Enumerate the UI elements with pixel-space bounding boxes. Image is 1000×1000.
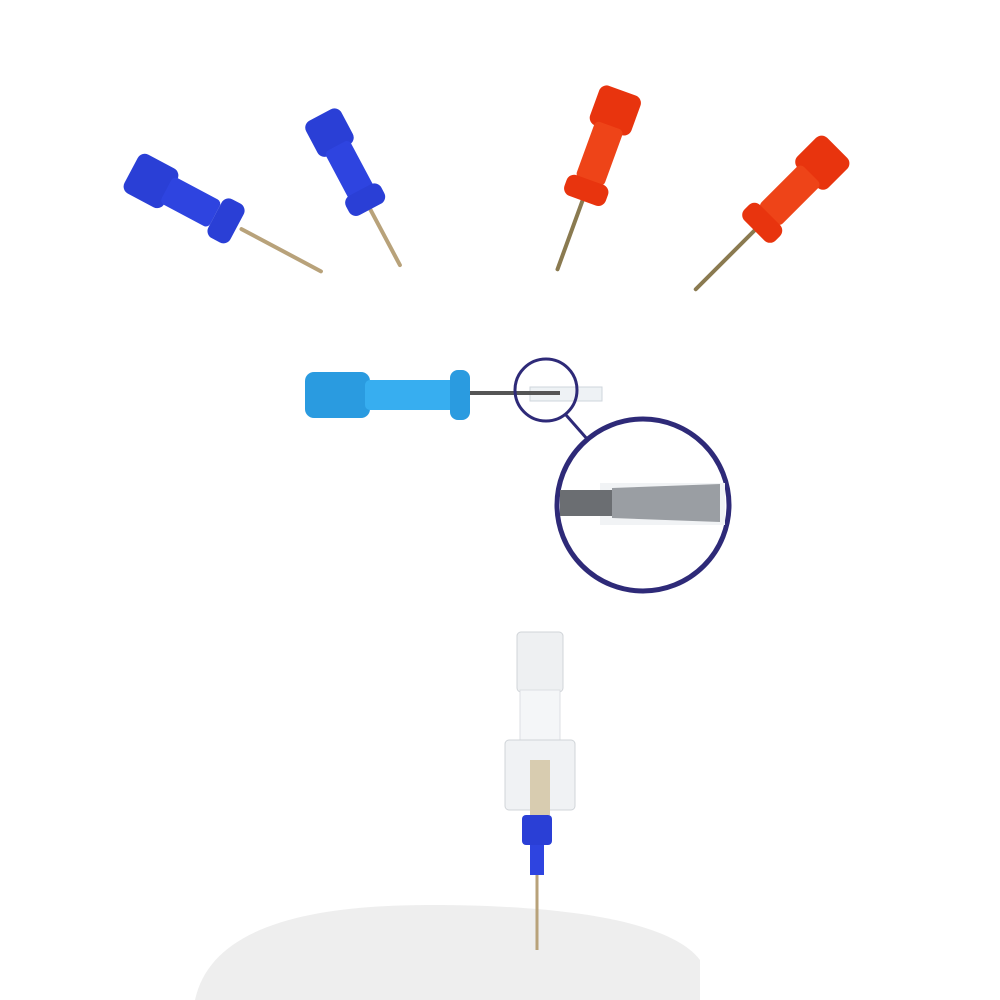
blue-needle-left (123, 153, 323, 274)
blue-needle-right (305, 108, 402, 268)
magnifier-callout (513, 357, 732, 594)
red-needle-right (693, 135, 850, 292)
horizontal-needle (305, 370, 603, 420)
fur-surface (195, 905, 700, 1000)
injector-device (504, 631, 576, 950)
red-needle-left (555, 85, 641, 272)
